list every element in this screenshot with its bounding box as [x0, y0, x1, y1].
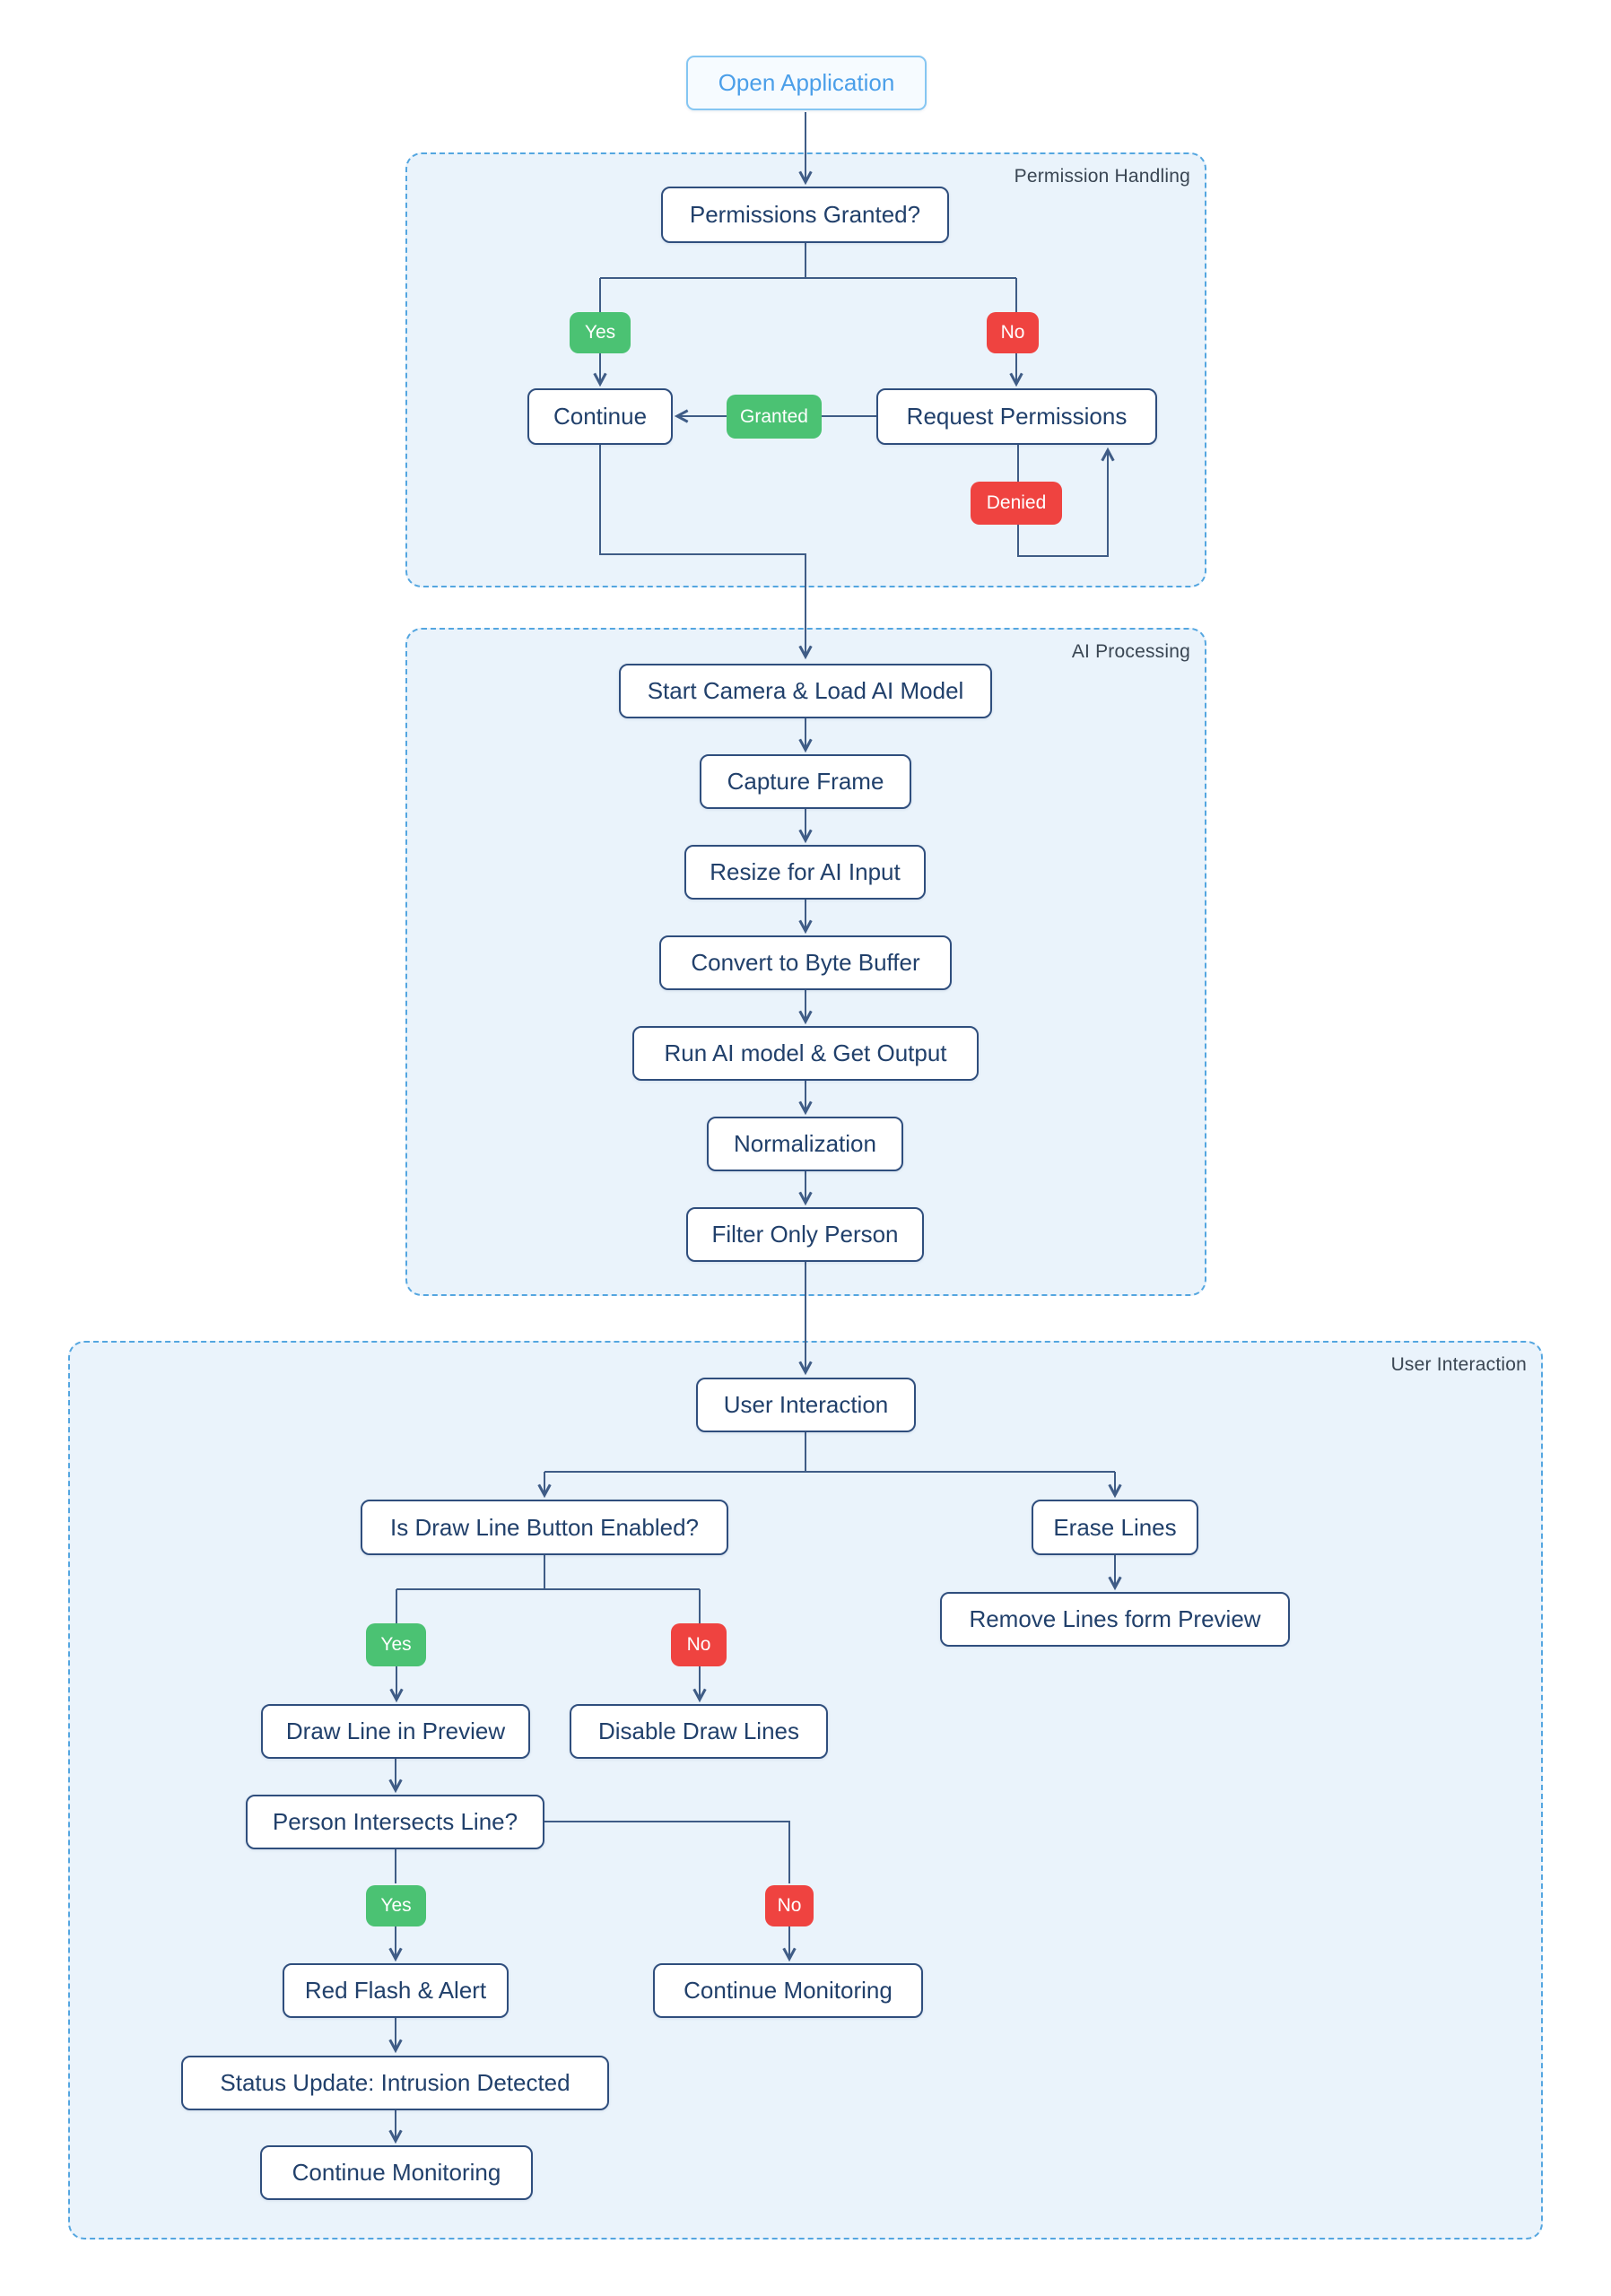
badge-yes-intersect: Yes	[366, 1885, 426, 1926]
node-erase-lines: Erase Lines	[1032, 1500, 1198, 1555]
node-open-application: Open Application	[686, 56, 927, 110]
node-red-flash-alert: Red Flash & Alert	[283, 1963, 509, 2018]
node-continue-monitoring-bottom: Continue Monitoring	[260, 2145, 533, 2200]
section-ai-processing-label: AI Processing	[1071, 641, 1190, 662]
section-permission-handling-label: Permission Handling	[1014, 166, 1190, 187]
node-resize-for-ai-input: Resize for AI Input	[684, 845, 926, 900]
section-user-interaction-label: User Interaction	[1390, 1354, 1527, 1375]
node-is-draw-line-enabled: Is Draw Line Button Enabled?	[361, 1500, 728, 1555]
badge-yes-permissions: Yes	[570, 312, 631, 353]
badge-no-permissions: No	[987, 312, 1039, 353]
node-run-ai-model-get-output: Run AI model & Get Output	[632, 1026, 979, 1081]
node-draw-line-in-preview: Draw Line in Preview	[261, 1704, 530, 1759]
node-start-camera-load-model: Start Camera & Load AI Model	[619, 664, 992, 718]
node-status-update-intrusion: Status Update: Intrusion Detected	[181, 2056, 609, 2110]
node-filter-only-person: Filter Only Person	[686, 1207, 924, 1262]
badge-denied: Denied	[971, 482, 1062, 525]
node-permissions-granted: Permissions Granted?	[661, 187, 949, 243]
node-person-intersects-line: Person Intersects Line?	[246, 1795, 544, 1849]
node-remove-lines-form-preview: Remove Lines form Preview	[940, 1592, 1290, 1647]
node-request-permissions: Request Permissions	[876, 388, 1157, 445]
node-user-interaction: User Interaction	[696, 1378, 916, 1432]
node-capture-frame: Capture Frame	[700, 754, 911, 809]
node-continue-monitoring-right: Continue Monitoring	[653, 1963, 923, 2018]
node-convert-to-byte-buffer: Convert to Byte Buffer	[659, 935, 952, 990]
badge-granted: Granted	[727, 395, 822, 439]
badge-no-draw: No	[671, 1623, 727, 1666]
badge-yes-draw: Yes	[366, 1623, 426, 1666]
node-disable-draw-lines: Disable Draw Lines	[570, 1704, 828, 1759]
badge-no-intersect: No	[765, 1885, 814, 1926]
node-normalization: Normalization	[707, 1117, 903, 1171]
node-continue: Continue	[527, 388, 673, 445]
